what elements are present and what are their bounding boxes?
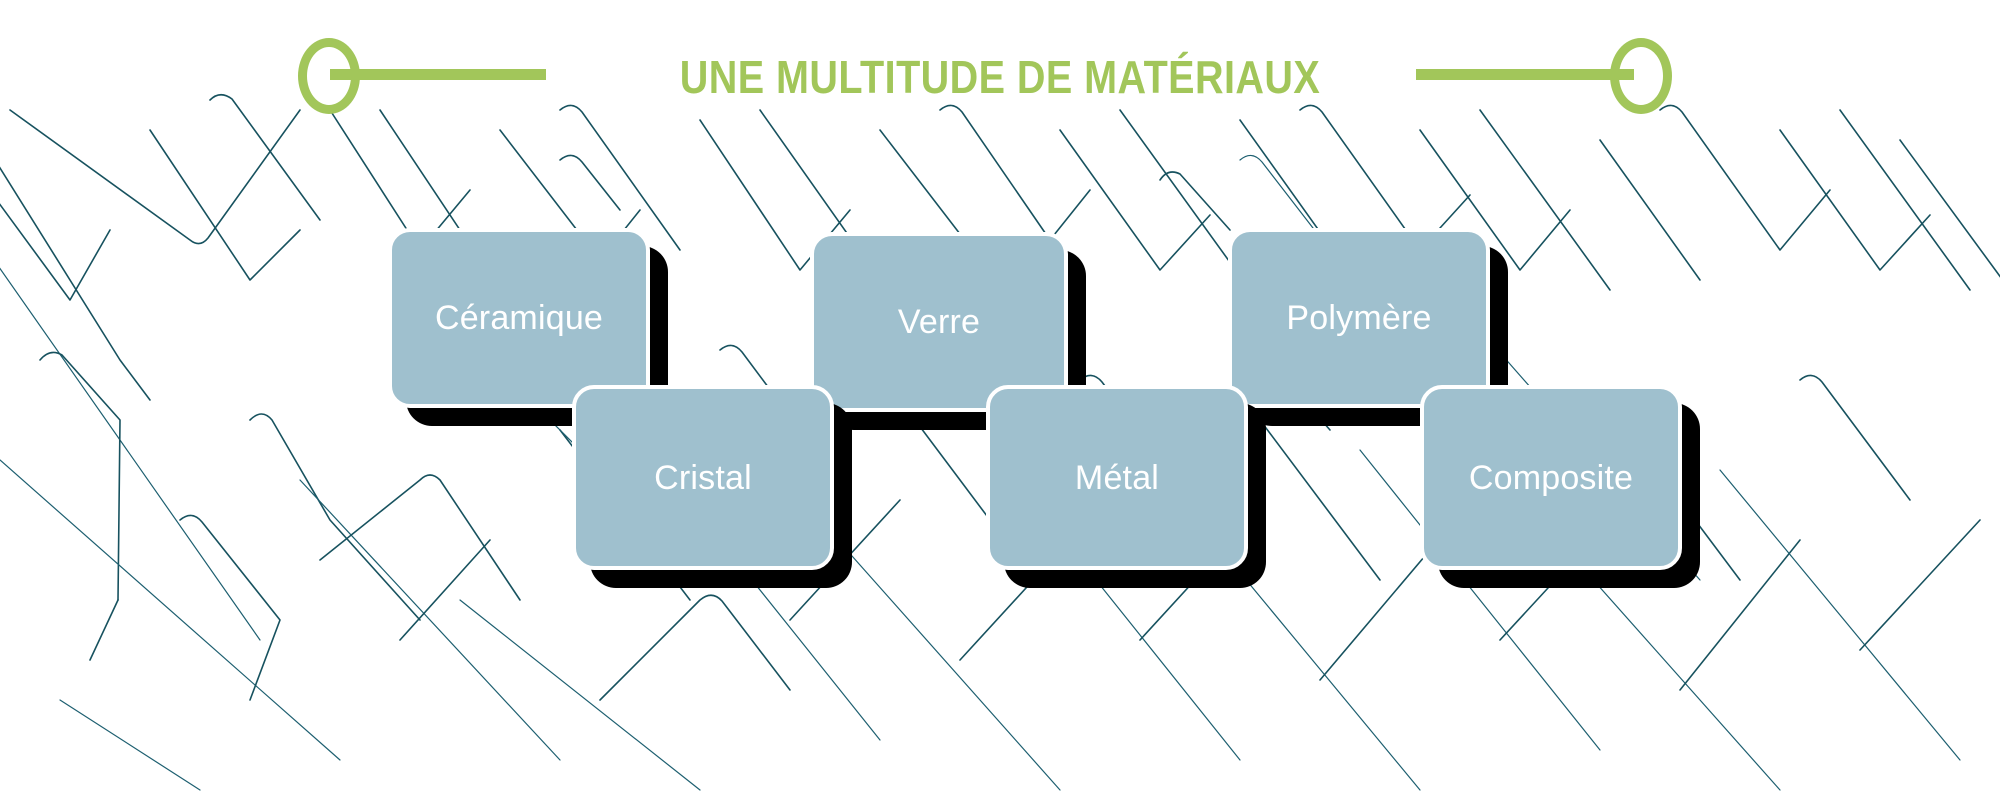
card-label: Cristal	[654, 458, 752, 497]
card-body[interactable]: Composite	[1420, 385, 1682, 570]
circle-ring-icon-right	[1610, 38, 1672, 114]
card-label: Céramique	[434, 299, 604, 337]
card-body[interactable]: Cristal	[572, 385, 834, 570]
card-body[interactable]: Polymère	[1228, 228, 1490, 408]
card-label: Métal	[1074, 458, 1160, 497]
material-card-composite[interactable]: Composite	[1420, 385, 1700, 588]
material-card-cristal[interactable]: Cristal	[572, 385, 852, 588]
card-body[interactable]: Céramique	[388, 228, 650, 408]
material-card-polymere[interactable]: Polymère	[1228, 228, 1508, 426]
card-body[interactable]: Métal	[986, 385, 1248, 570]
page-title: UNE MULTITUDE DE MATÉRIAUX	[679, 51, 1321, 103]
header: UNE MULTITUDE DE MATÉRIAUX	[0, 24, 2000, 128]
card-label: Verre	[897, 303, 981, 341]
card-label: Polymère	[1286, 299, 1432, 337]
material-card-metal[interactable]: Métal	[986, 385, 1266, 588]
material-card-ceramique[interactable]: Céramique	[388, 228, 668, 426]
card-label: Composite	[1468, 458, 1634, 497]
header-bar-right	[1416, 69, 1634, 80]
header-bar-left	[330, 69, 546, 80]
